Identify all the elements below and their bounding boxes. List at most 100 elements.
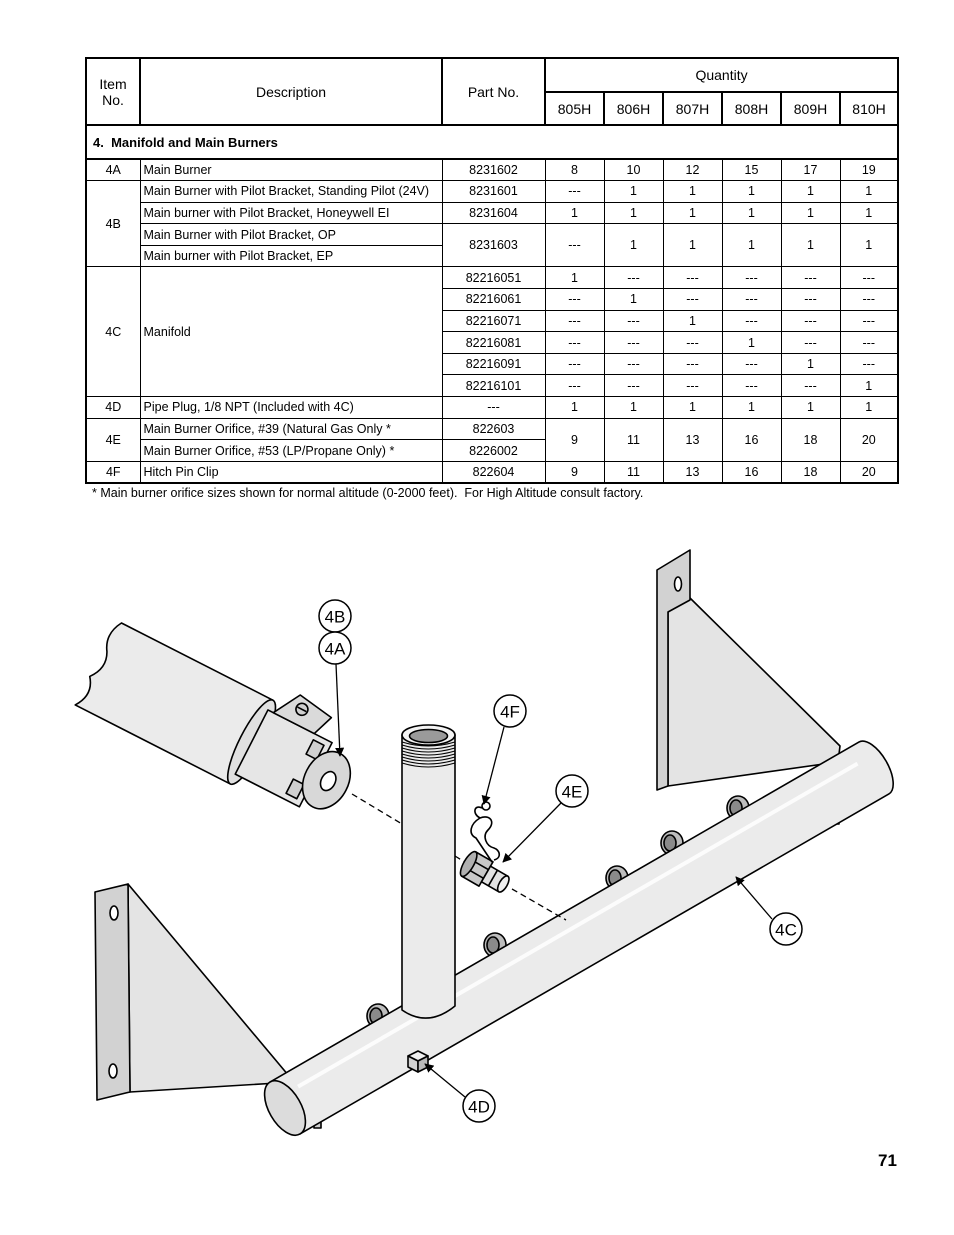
- qty-805h: ---: [544, 180, 605, 203]
- header-part-no: Part No.: [441, 57, 546, 126]
- part-no: 82216091: [441, 352, 546, 376]
- table-row: 4F Hitch Pin Clip 822604 9 11 13 16 18 2…: [85, 460, 899, 484]
- qty-809h: 1: [780, 396, 841, 419]
- qty-807h: 13: [662, 460, 723, 484]
- qty-807h: 1: [662, 180, 723, 203]
- callout-4f: 4F: [493, 694, 527, 728]
- qty-805h: 1: [544, 396, 605, 419]
- leader-4e: [502, 802, 562, 863]
- pipe-plug: [407, 1050, 429, 1073]
- qty-809h: 1: [780, 223, 841, 268]
- qty-808h: 1: [721, 201, 782, 225]
- qty-808h: ---: [721, 309, 782, 333]
- header-model-806h: 806H: [603, 91, 664, 126]
- qty-809h: ---: [780, 374, 841, 398]
- qty-809h: 1: [780, 201, 841, 225]
- qty-808h: 16: [721, 417, 782, 462]
- section-row: 4. Manifold and Main Burners: [85, 124, 899, 160]
- qty-807h: 1: [662, 223, 723, 268]
- description: Main Burner with Pilot Bracket, Standing…: [139, 180, 443, 203]
- table-row: 4D Pipe Plug, 1/8 NPT (Included with 4C)…: [85, 396, 899, 419]
- left-mounting-bracket: [94, 883, 295, 1101]
- main-burner-orifice: [459, 850, 510, 893]
- qty-809h: 18: [780, 417, 841, 462]
- header-quantity: Quantity: [543, 57, 900, 93]
- qty-806h: ---: [603, 374, 664, 398]
- leader-4c: [735, 876, 773, 920]
- callouts: 4B 4A 4F 4E 4C 4D: [318, 599, 803, 1123]
- part-no: 8231604: [441, 201, 546, 225]
- callout-4a-label: 4A: [325, 640, 346, 659]
- qty-810h: 1: [839, 201, 899, 225]
- qty-808h: 1: [721, 331, 782, 354]
- qty-806h: ---: [603, 266, 664, 290]
- part-no: 82216051: [441, 266, 546, 290]
- table-row: 4B Main Burner with Pilot Bracket, Stand…: [85, 180, 899, 268]
- qty-808h: ---: [721, 374, 782, 398]
- qty-805h: ---: [544, 331, 605, 354]
- qty-810h: 1: [839, 396, 899, 419]
- qty-809h: 17: [780, 158, 841, 182]
- qty-810h: ---: [839, 331, 899, 354]
- qty-808h: 15: [721, 158, 782, 182]
- qty-810h: ---: [839, 309, 899, 333]
- header-model-808h: 808H: [721, 91, 782, 126]
- assembly-dashed-lines: [351, 793, 567, 921]
- part-no: 82216081: [441, 331, 546, 354]
- part-no: ---: [441, 396, 546, 419]
- qty-805h: 1: [544, 266, 605, 290]
- table-row: 82216091 --- --- --- --- 1 ---: [86, 352, 899, 376]
- callout-4d: 4D: [462, 1089, 496, 1123]
- qty-807h: ---: [662, 352, 723, 376]
- qty-805h: ---: [544, 223, 605, 268]
- header-model-809h: 809H: [780, 91, 841, 126]
- callout-4d-label: 4D: [468, 1098, 490, 1117]
- part-no: 8226002: [441, 439, 546, 462]
- description: Manifold: [139, 266, 443, 398]
- header-model-805h: 805H: [544, 91, 605, 126]
- qty-810h: 1: [839, 374, 899, 398]
- description: Main Burner Orifice, #39 (Natural Gas On…: [139, 417, 443, 441]
- callout-4c-label: 4C: [775, 921, 797, 940]
- qty-806h: ---: [603, 309, 664, 333]
- qty-808h: 16: [721, 460, 782, 484]
- section-title: 4. Manifold and Main Burners: [85, 124, 899, 160]
- header-model-807h: 807H: [662, 91, 723, 126]
- qty-807h: 13: [662, 417, 723, 462]
- part-no: 82216061: [441, 288, 546, 311]
- manifold-assembly-diagram: 4B 4A 4F 4E 4C 4D: [74, 549, 894, 1136]
- qty-810h: 19: [839, 158, 899, 182]
- description: Main burner with Pilot Bracket, Honeywel…: [139, 201, 443, 225]
- qty-810h: ---: [839, 352, 899, 376]
- qty-806h: ---: [603, 331, 664, 354]
- leader-lines: [335, 663, 773, 1098]
- qty-805h: 8: [544, 158, 605, 182]
- item-no: 4D: [85, 396, 141, 419]
- qty-809h: 1: [780, 180, 841, 203]
- qty-806h: 1: [603, 180, 664, 203]
- qty-807h: ---: [662, 266, 723, 290]
- page-number: 71: [878, 1151, 897, 1170]
- footnote: * Main burner orifice sizes shown for no…: [92, 486, 644, 500]
- description: Main burner with Pilot Bracket, EP: [139, 244, 443, 268]
- qty-808h: 1: [721, 180, 782, 203]
- description: Main Burner Orifice, #53 (LP/Propane Onl…: [139, 439, 443, 462]
- callout-4c: 4C: [769, 912, 803, 946]
- qty-806h: 11: [603, 417, 664, 462]
- part-no: 822604: [441, 460, 546, 484]
- table-row: Main Burner with Pilot Bracket, OP 82316…: [86, 223, 899, 268]
- qty-810h: ---: [839, 266, 899, 290]
- description: Main Burner: [139, 158, 443, 182]
- callout-4b-label: 4B: [325, 608, 346, 627]
- qty-805h: 1: [544, 201, 605, 225]
- qty-809h: ---: [780, 266, 841, 290]
- qty-809h: 1: [780, 352, 841, 376]
- manifold-pipe: [263, 740, 894, 1136]
- qty-807h: 1: [662, 309, 723, 333]
- description: Hitch Pin Clip: [139, 460, 443, 484]
- qty-806h: 11: [603, 460, 664, 484]
- qty-808h: ---: [721, 352, 782, 376]
- qty-806h: 1: [603, 396, 664, 419]
- qty-808h: ---: [721, 266, 782, 290]
- qty-809h: ---: [780, 288, 841, 311]
